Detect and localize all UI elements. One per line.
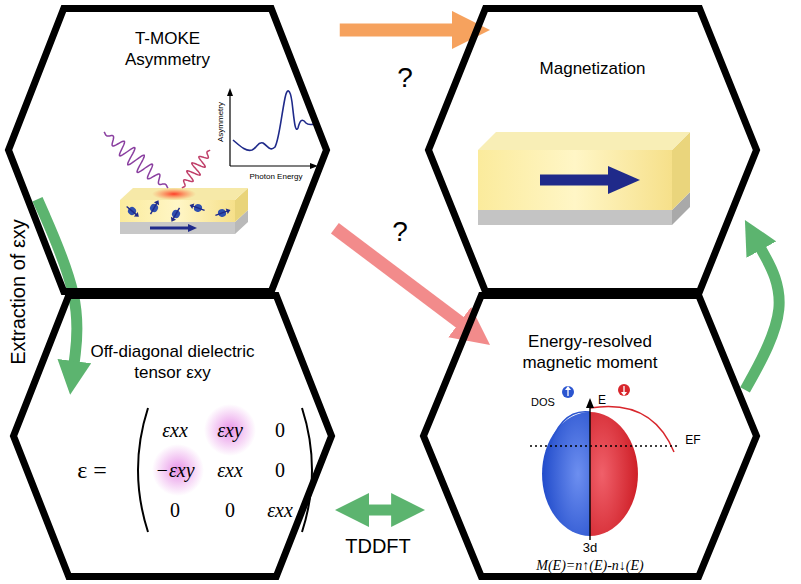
spin-symbol (124, 203, 141, 219)
axis-label: DOS (531, 396, 555, 408)
illustration-part (120, 188, 248, 200)
spin-symbol (168, 206, 183, 224)
illustration-part (192, 206, 204, 210)
illustration-part (586, 398, 594, 408)
illustration-part (127, 207, 137, 215)
illustration-part (608, 166, 640, 194)
hexagon-title: Energy-resolved magnetic moment (510, 332, 670, 373)
hexagon-box: Energy-resolved magnetic moment (420, 292, 760, 580)
illustration-part (189, 202, 195, 209)
arrow-connector (745, 247, 779, 390)
illustration-part (548, 412, 590, 452)
tensor-element: 0 (170, 499, 180, 521)
hexagon-title: Off-diagonal dielectric tensor εxy (83, 342, 263, 383)
laser-pulse (182, 150, 210, 188)
tensor-matrix (138, 404, 312, 532)
hexagon-box: T-MOKE Asymmetry (5, 5, 330, 295)
spin-symbol (188, 201, 206, 214)
spin-symbol (147, 198, 162, 216)
illustration-part (150, 227, 190, 230)
illustration-part (542, 412, 590, 536)
illustration-part (478, 132, 690, 150)
fermi-level-label: EF (685, 434, 700, 447)
tensor-element: εxx (217, 459, 243, 481)
hexagon-border (9, 9, 327, 292)
axis-label: Photon Energy (250, 173, 303, 182)
laser-pulses (104, 132, 210, 188)
illustration-part (215, 211, 227, 215)
illustration-part (152, 188, 196, 200)
hexagon-title: T-MOKE Asymmetry (108, 29, 228, 70)
formula: M(E)=n↑(E)-n↓(E) (536, 558, 643, 573)
edge-label: ? (397, 63, 413, 94)
illustration-part (590, 412, 638, 536)
illustration-part (618, 384, 630, 396)
illustration-part (562, 386, 574, 398)
tensor-element: εxy (217, 419, 243, 441)
illustration-part (621, 392, 627, 396)
tensor-element: εxx (162, 419, 188, 441)
illustration-part (151, 203, 158, 214)
tensor-symbol: ε = (77, 457, 107, 483)
illustration-part (120, 200, 235, 222)
illustration-part (590, 406, 674, 452)
hexagon-outline (5, 5, 330, 295)
orbital-label: 3d (583, 541, 597, 555)
axis-label: Asymmetry (217, 102, 226, 142)
illustration-part (227, 88, 233, 96)
spin-symbols (124, 198, 232, 224)
illustration-part (565, 386, 571, 390)
tensor-element: 0 (275, 459, 285, 481)
hexagon-border (424, 296, 757, 577)
dos-sketch (530, 384, 678, 540)
illustration-part (173, 208, 180, 219)
tensor-element: εxx (267, 499, 293, 521)
arrow-connector (366, 505, 395, 516)
edge-label: Extraction of εxy (7, 217, 29, 367)
illustration-part (478, 210, 672, 225)
illustration-part (229, 92, 230, 166)
hexagon-title: Magnetization (493, 59, 693, 80)
tensor-element: 0 (275, 419, 285, 441)
illustration-part (138, 408, 148, 532)
illustration-part (154, 199, 161, 205)
illustration-part (530, 445, 678, 446)
illustration-part (134, 212, 141, 219)
illustration-part (169, 217, 176, 223)
hexagon-box: Magnetization (425, 5, 760, 295)
hexagon-border (429, 9, 757, 292)
edge-label: ? (392, 217, 408, 248)
arrow-connector (340, 23, 456, 36)
illustration-part (188, 224, 197, 232)
illustration-part (589, 404, 590, 540)
tensor-element: −εxy (155, 459, 194, 481)
illustration-part (120, 222, 235, 234)
hexagon-outline (425, 5, 760, 295)
illustration-part (152, 444, 204, 496)
tensor-element: 0 (225, 499, 235, 521)
hexagon-border (14, 296, 332, 577)
magnetized-slab (478, 132, 690, 225)
spin-symbol (214, 206, 232, 219)
illustration-part (540, 175, 612, 186)
edge-label: TDDFT (345, 535, 411, 557)
illustration-part (226, 207, 232, 214)
sample-slab (120, 188, 248, 234)
illustration-part (204, 404, 256, 456)
illustration-part (230, 165, 314, 166)
illustration-part (478, 150, 672, 210)
axis-label: E (598, 394, 606, 407)
laser-pulse (104, 132, 168, 188)
